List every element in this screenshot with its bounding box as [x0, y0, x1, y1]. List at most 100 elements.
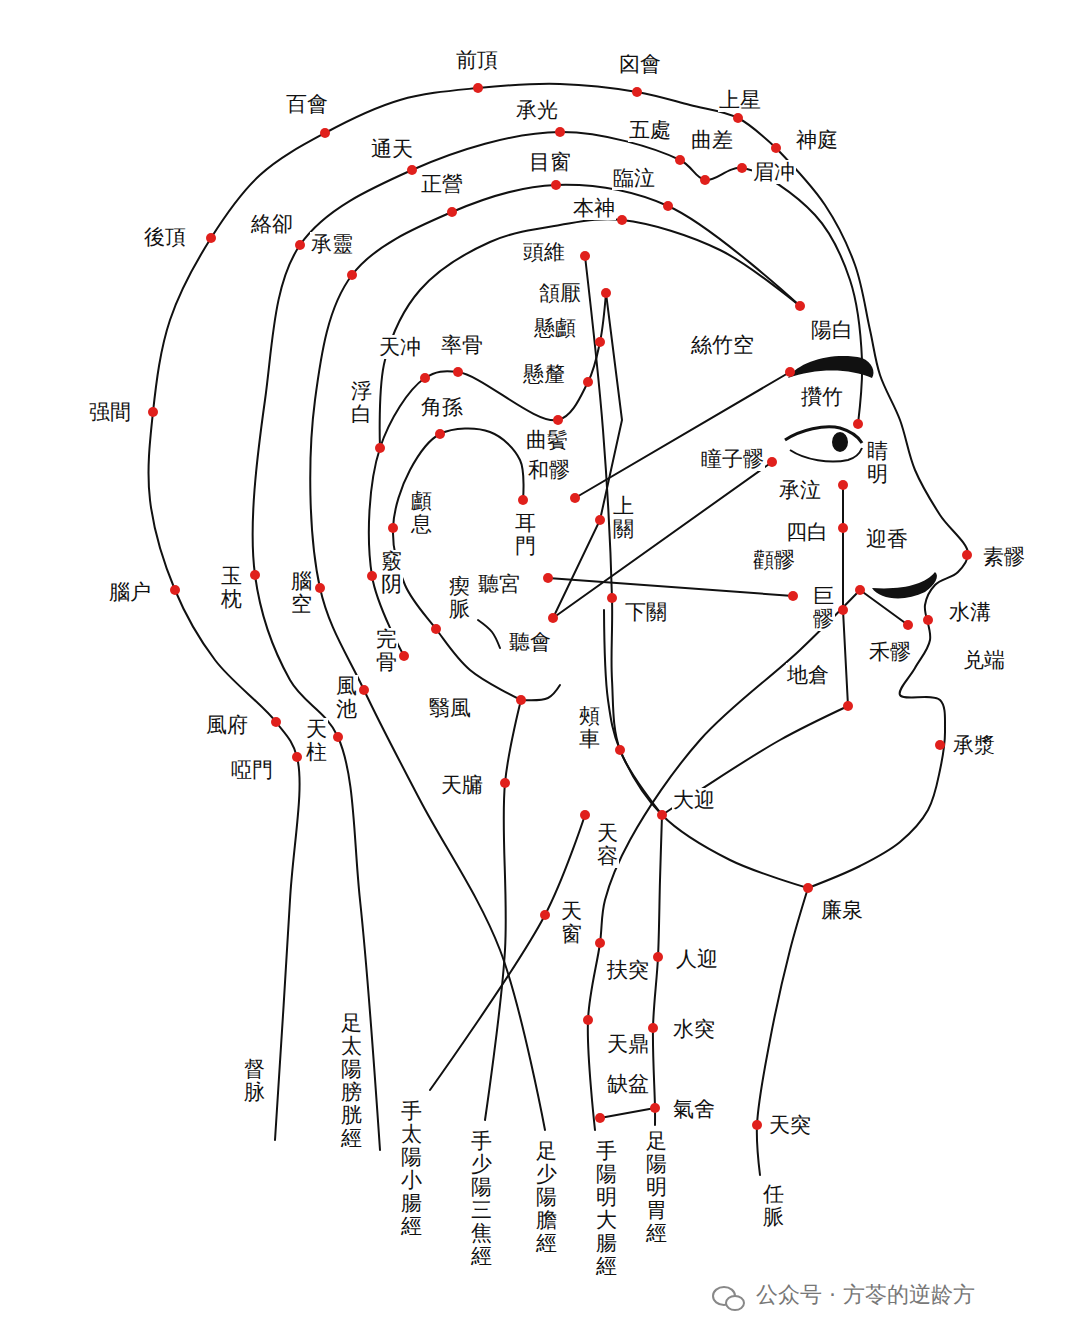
acupoint-dot: [333, 732, 343, 742]
meridian-line: [521, 685, 560, 700]
acupoint-label: 天柱: [305, 718, 328, 764]
meridian-line: [149, 84, 776, 1140]
meridian-line: [393, 429, 524, 700]
acupoint-dot: [540, 910, 550, 920]
acupoint-dot: [903, 620, 913, 630]
acupoint-dot: [607, 593, 617, 603]
acupoint-dot: [737, 163, 747, 173]
acupoint-label: 正營: [420, 172, 464, 196]
acupoint-label: 竅阴: [380, 550, 403, 596]
acupoint-dot: [767, 457, 777, 467]
meridian-line: [553, 293, 772, 618]
acupoint-label: 地倉: [786, 663, 830, 687]
acupoint-dot: [553, 415, 563, 425]
acupoint-dot: [453, 367, 463, 377]
acupoint-dot: [803, 883, 813, 893]
acupoint-label: 絲竹空: [690, 333, 755, 357]
acupoint-dot: [359, 685, 369, 695]
meridian-name: 足少陽膽經: [535, 1140, 558, 1255]
acupoint-label: 五處: [628, 118, 672, 142]
acupoint-dot: [855, 585, 865, 595]
acupoint-dot: [388, 523, 398, 533]
acupoint-dot: [771, 143, 781, 153]
acupoint-dot: [516, 695, 526, 705]
acupoint-dot: [595, 938, 605, 948]
acupoint-dot: [615, 745, 625, 755]
acupoint-dot: [551, 180, 561, 190]
acupoint-label: 和髎: [527, 458, 571, 482]
acupoint-label: 完骨: [375, 628, 398, 674]
acupoint-label: 廉泉: [820, 898, 864, 922]
acupoint-label: 攢竹: [800, 385, 844, 409]
acupoint-label: 風池: [335, 675, 358, 721]
meridian-line: [843, 485, 848, 706]
acupoint-label: 迎香: [865, 527, 909, 551]
acupoint-dot: [473, 83, 483, 93]
acupoint-dot: [500, 778, 510, 788]
acupoint-label: 玉枕: [220, 565, 243, 611]
acupoint-dot: [962, 550, 972, 560]
acupoint-dot: [935, 740, 945, 750]
acupoint-label: 聽宮: [477, 572, 521, 596]
acupoint-label: 瘈脈: [448, 575, 471, 621]
acupoint-label: 顱息: [410, 490, 433, 536]
acupoint-dot: [315, 583, 325, 593]
acupoint-dots: [148, 83, 972, 1130]
acupoint-dot: [595, 337, 605, 347]
acupoint-label: 翳風: [428, 696, 472, 720]
wechat-icon: [713, 1287, 744, 1310]
acupoint-label: 角孫: [420, 395, 464, 419]
acupoint-dot: [548, 613, 558, 623]
acupoint-label: 絡卻: [250, 212, 294, 236]
acupoint-dot: [435, 429, 445, 439]
acupoint-dot: [555, 127, 565, 137]
acupoint-label: 上關: [612, 495, 635, 541]
acupoint-dot: [250, 570, 260, 580]
acupoint-label: 四白: [785, 520, 829, 544]
nostril: [872, 572, 937, 598]
acupoint-label: 頰車: [578, 705, 601, 751]
acupoint-dot: [632, 87, 642, 97]
acupoint-dot: [700, 175, 710, 185]
acupoint-label: 天容: [596, 822, 619, 868]
acupoint-label: 浮白: [350, 380, 373, 426]
acupoint-label: 天冲: [378, 335, 422, 359]
acupoint-label: 人迎: [675, 947, 719, 971]
acupoint-dot: [653, 952, 663, 962]
meridian-line: [485, 700, 521, 1120]
meridian-line: [430, 815, 585, 1090]
acupoint-label: 瞳子髎: [700, 447, 765, 471]
acupoint-label: 水溝: [948, 600, 992, 624]
acupoint-dot: [375, 443, 385, 453]
acupoint-label: 囟會: [618, 52, 662, 76]
acupoint-dot: [399, 651, 409, 661]
upper-eyelid: [785, 427, 862, 443]
acupoint-dot: [785, 367, 795, 377]
acupoint-dot: [788, 591, 798, 601]
acupoint-dot: [675, 155, 685, 165]
acupoint-dot: [838, 605, 848, 615]
acupoint-label: 禾髎: [868, 640, 912, 664]
acupoint-dot: [447, 207, 457, 217]
acupoint-dot: [838, 480, 848, 490]
meridian-line: [653, 815, 662, 1125]
acupoint-label: 腦空: [290, 570, 313, 616]
meridian-line: [776, 148, 968, 888]
acupoint-dot: [650, 1103, 660, 1113]
acupoint-label: 臨泣: [612, 166, 656, 190]
meridian-line: [548, 578, 793, 596]
acupoint-label: 上星: [718, 88, 762, 112]
eyebrow: [788, 356, 874, 378]
meridian-line: [478, 620, 500, 648]
acupoint-label: 風府: [205, 713, 249, 737]
acupoint-label: 百會: [285, 92, 329, 116]
lower-eyelid: [790, 448, 862, 462]
meridian-name: 手少陽三焦經: [470, 1130, 493, 1269]
acupoint-label: 天牖: [440, 773, 484, 797]
acupoint-dot: [657, 810, 667, 820]
acupoint-label: 大迎: [672, 788, 716, 812]
acupoint-label: 眉冲: [752, 160, 796, 184]
acupoint-dot: [663, 201, 673, 211]
meridian-line: [588, 590, 860, 1130]
